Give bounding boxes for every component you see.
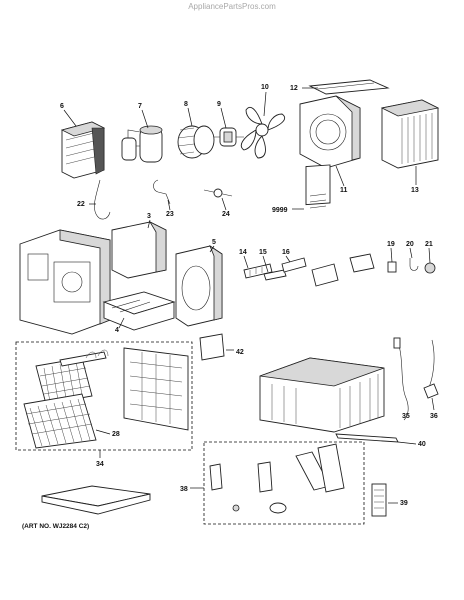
part-9999-manual bbox=[305, 164, 331, 209]
part-8-blower-wheel bbox=[177, 125, 215, 159]
part-9-fan-motor bbox=[214, 127, 244, 147]
part-electrical-box-a bbox=[311, 263, 339, 287]
callout-21: 21 bbox=[425, 241, 433, 248]
callout-42: 42 bbox=[236, 349, 244, 356]
callout-12: 12 bbox=[290, 85, 298, 92]
callout-24: 24 bbox=[222, 211, 230, 218]
part-19-thermistor bbox=[387, 261, 397, 273]
part-front-grille bbox=[123, 347, 189, 431]
callout-9999: 9999 bbox=[272, 207, 288, 214]
part-3-air-duct bbox=[111, 221, 167, 279]
part-11-fan-shroud bbox=[299, 95, 361, 169]
callout-7: 7 bbox=[138, 103, 142, 110]
part-24-capacitor bbox=[203, 188, 233, 198]
callout-19: 19 bbox=[387, 241, 395, 248]
part-12-top-strip bbox=[308, 79, 390, 95]
part-7-compressor bbox=[121, 125, 163, 163]
part-20-clip bbox=[409, 258, 419, 271]
callout-23: 23 bbox=[166, 211, 174, 218]
part-22-tube bbox=[94, 179, 111, 220]
callout-5: 5 bbox=[212, 239, 216, 246]
part-13-condenser-coil bbox=[380, 99, 440, 169]
part-42-panel bbox=[199, 333, 225, 361]
part-21-knob bbox=[424, 262, 436, 274]
callout-8: 8 bbox=[184, 101, 188, 108]
part-cabinet bbox=[259, 357, 385, 433]
callout-3: 3 bbox=[147, 213, 151, 220]
part-40-rail bbox=[335, 433, 399, 443]
callout-16: 16 bbox=[282, 249, 290, 256]
callout-11: 11 bbox=[340, 187, 348, 194]
part-6-evaporator bbox=[60, 121, 106, 179]
callout-13: 13 bbox=[411, 187, 419, 194]
part-base-tray bbox=[41, 485, 151, 515]
group-38-outline bbox=[203, 441, 365, 525]
callout-36: 36 bbox=[430, 413, 438, 420]
part-36-hose bbox=[423, 339, 439, 399]
part-23-hook bbox=[153, 179, 171, 205]
part-4-drain-pan bbox=[102, 291, 176, 331]
callout-35: 35 bbox=[402, 413, 410, 420]
part-39-label bbox=[371, 483, 387, 517]
part-15-switch bbox=[263, 269, 287, 281]
part-electrical-box-b bbox=[349, 253, 375, 273]
part-38-kit bbox=[209, 443, 345, 514]
callout-9: 9 bbox=[217, 101, 221, 108]
callout-4: 4 bbox=[115, 327, 119, 334]
callout-14: 14 bbox=[239, 249, 247, 256]
callout-6: 6 bbox=[60, 103, 64, 110]
part-5-blower-housing bbox=[175, 244, 223, 327]
callout-22: 22 bbox=[77, 201, 85, 208]
callout-40: 40 bbox=[418, 441, 426, 448]
callout-38: 38 bbox=[180, 486, 188, 493]
art-number: (ART NO. WJ2284 C2) bbox=[22, 523, 89, 530]
callout-15: 15 bbox=[259, 249, 267, 256]
part-louver bbox=[59, 349, 109, 367]
site-url: AppliancePartsPros.com bbox=[188, 2, 276, 11]
part-10-fan-blade bbox=[240, 106, 286, 159]
part-28-filter-mesh bbox=[23, 393, 97, 449]
callout-39: 39 bbox=[400, 500, 408, 507]
callout-34: 34 bbox=[96, 461, 104, 468]
group-34-outline bbox=[15, 341, 193, 451]
part-1-chassis bbox=[19, 229, 111, 335]
callout-20: 20 bbox=[406, 241, 414, 248]
part-16-control-board bbox=[281, 257, 307, 273]
callout-28: 28 bbox=[112, 431, 120, 438]
callout-10: 10 bbox=[261, 84, 269, 91]
part-35-power-cord bbox=[393, 337, 409, 421]
